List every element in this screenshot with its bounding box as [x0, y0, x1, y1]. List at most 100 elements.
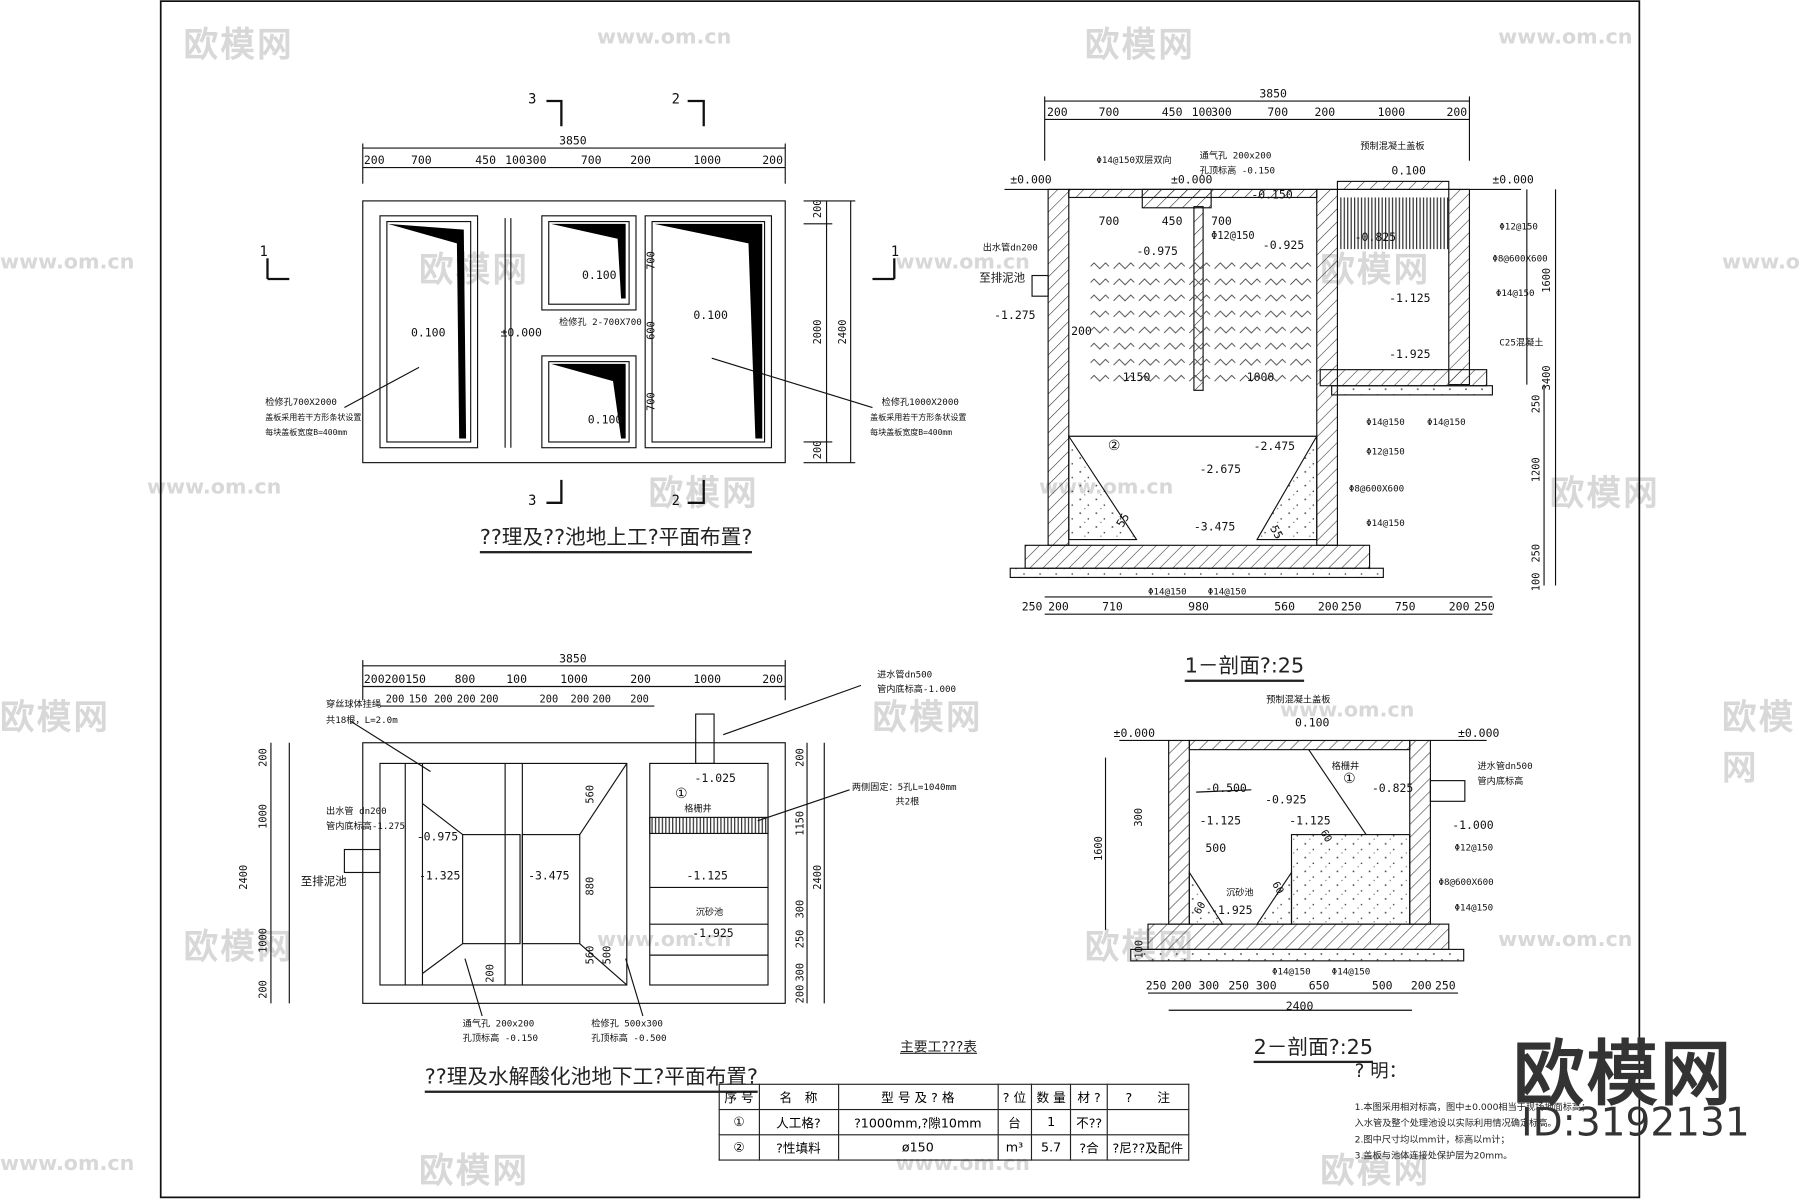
svg-text:200: 200	[1048, 600, 1069, 614]
svg-text:700: 700	[581, 153, 602, 167]
svg-text:检修孔 500x300: 检修孔 500x300	[591, 1017, 663, 1029]
table-cell: 5.7	[1030, 1134, 1072, 1161]
svg-text:通气孔 200x200: 通气孔 200x200	[463, 1017, 535, 1029]
svg-text:1000: 1000	[1378, 105, 1406, 119]
svg-text:200: 200	[257, 980, 269, 999]
svg-text:±0.000: ±0.000	[1458, 726, 1500, 740]
svg-text:-1.925: -1.925	[1211, 903, 1252, 917]
svg-text:穿丝球体挂绳: 穿丝球体挂绳	[326, 698, 381, 710]
table-cell: 1	[1030, 1108, 1072, 1136]
svg-text:2400: 2400	[1286, 999, 1314, 1013]
svg-text:560: 560	[585, 785, 597, 804]
svg-text:②: ②	[1108, 438, 1120, 454]
svg-text:500: 500	[602, 946, 614, 965]
section-1-text: 3850 200 700 450 100 300 700 200 1000 20…	[979, 87, 1553, 614]
table-cell: 台	[997, 1108, 1032, 1136]
svg-text:共2根: 共2根	[895, 796, 919, 808]
underground-plan-title: ??理及水解酸化池地下工?平面布置?	[424, 1061, 758, 1093]
svg-text:200: 200	[386, 694, 405, 706]
svg-text:200: 200	[540, 694, 559, 706]
notes-heading: ? 明：	[1354, 1059, 1407, 1082]
svg-text:600: 600	[645, 321, 657, 340]
model-id: ID:3192131	[1521, 1099, 1750, 1146]
svg-text:560: 560	[1274, 600, 1295, 614]
underground-plan-text: 3850 200 200 150 800 100 1000 200 1000 2…	[238, 651, 957, 1044]
svg-text:0.100: 0.100	[582, 268, 617, 282]
svg-text:250: 250	[1146, 979, 1167, 993]
svg-text:0.100: 0.100	[588, 413, 623, 427]
svg-text:200: 200	[1314, 105, 1335, 119]
svg-text:格栅井: 格栅井	[684, 803, 712, 815]
table-header: 型 号 及 ? 格	[837, 1083, 999, 1111]
svg-text:-0.500: -0.500	[1205, 781, 1247, 795]
svg-text:200: 200	[571, 694, 590, 706]
svg-text:2400: 2400	[812, 865, 824, 890]
svg-text:880: 880	[585, 877, 597, 896]
svg-text:孔顶标高 -0.150: 孔顶标高 -0.150	[1200, 164, 1275, 176]
svg-text:150: 150	[409, 694, 428, 706]
svg-text:±0.000: ±0.000	[1171, 173, 1213, 187]
svg-text:200: 200	[257, 748, 269, 767]
svg-text:750: 750	[1395, 600, 1416, 614]
svg-text:250: 250	[1228, 979, 1249, 993]
svg-text:Φ12@150: Φ12@150	[1455, 843, 1494, 854]
svg-text:300: 300	[1256, 979, 1277, 993]
svg-text:-3.475: -3.475	[1194, 519, 1235, 533]
svg-text:3: 3	[528, 493, 536, 509]
svg-text:Φ14@150: Φ14@150	[1455, 902, 1494, 913]
svg-text:500: 500	[1205, 841, 1226, 855]
svg-text:250: 250	[1530, 395, 1542, 414]
svg-text:0.100: 0.100	[1391, 163, 1426, 177]
svg-text:1000: 1000	[257, 928, 269, 953]
svg-text:至排泥池: 至排泥池	[301, 874, 347, 888]
svg-text:Φ14@150: Φ14@150	[1366, 518, 1405, 529]
svg-text:-1.325: -1.325	[419, 868, 460, 882]
svg-text:0.100: 0.100	[693, 308, 728, 322]
svg-text:每块盖板宽度B=400mm: 每块盖板宽度B=400mm	[265, 427, 347, 437]
table-cell: ø150	[837, 1134, 999, 1161]
svg-text:200: 200	[1411, 979, 1432, 993]
brand-watermark-large: 欧模网	[1513, 1032, 1734, 1116]
svg-text:100: 100	[1530, 573, 1542, 592]
table-header-row: 序 号 名 称 型 号 及 ? 格 ? 位 数 量 材 ? ? 注	[718, 1083, 1189, 1111]
table-header: 序 号	[718, 1083, 760, 1111]
svg-text:200: 200	[762, 672, 783, 686]
table-header: ? 注	[1106, 1083, 1189, 1111]
svg-text:出水管 dn200: 出水管 dn200	[326, 805, 387, 817]
svg-text:1150: 1150	[795, 811, 807, 836]
svg-text:100: 100	[1133, 940, 1145, 959]
svg-text:200: 200	[434, 694, 453, 706]
svg-text:200: 200	[812, 441, 824, 460]
svg-text:650: 650	[1309, 979, 1330, 993]
svg-text:检修孔700X2000: 检修孔700X2000	[265, 396, 337, 408]
svg-text:沉砂池: 沉砂池	[1226, 886, 1254, 898]
section-1-title: 1－剖面?:25	[1184, 650, 1305, 682]
svg-text:60: 60	[1269, 879, 1286, 896]
svg-text:Φ14@150: Φ14@150	[1272, 967, 1311, 978]
svg-text:200: 200	[1047, 105, 1068, 119]
svg-text:进水管dn500: 进水管dn500	[877, 668, 932, 680]
svg-text:-0.825: -0.825	[1372, 781, 1413, 795]
svg-text:100: 100	[506, 672, 527, 686]
table-header: 材 ?	[1070, 1083, 1108, 1111]
table-cell: m³	[997, 1134, 1032, 1161]
table-header: 名 称	[758, 1083, 839, 1111]
svg-text:Φ12@150: Φ12@150	[1366, 447, 1405, 458]
svg-text:-1.275: -1.275	[994, 308, 1035, 322]
svg-text:1: 1	[891, 244, 899, 260]
table-cell: ②	[718, 1134, 760, 1161]
svg-text:-3.475: -3.475	[528, 868, 569, 882]
svg-text:±0.000: ±0.000	[1010, 173, 1052, 187]
svg-text:-1.000: -1.000	[1452, 818, 1494, 832]
notes-line: 2.图中尺寸均以mm计，标高以m计；	[1354, 1134, 1510, 1145]
svg-text:-0.925: -0.925	[1263, 238, 1304, 252]
svg-text:700: 700	[645, 251, 657, 270]
svg-text:-0.925: -0.925	[1265, 793, 1306, 807]
svg-text:700: 700	[1099, 214, 1120, 228]
svg-text:250: 250	[1530, 544, 1542, 563]
svg-text:300: 300	[795, 900, 807, 919]
svg-text:200: 200	[485, 964, 497, 983]
section-2-text: ±0.000 ±0.000 0.100 预制混凝土盖板 -0.500 -0.92…	[1093, 694, 1533, 1014]
